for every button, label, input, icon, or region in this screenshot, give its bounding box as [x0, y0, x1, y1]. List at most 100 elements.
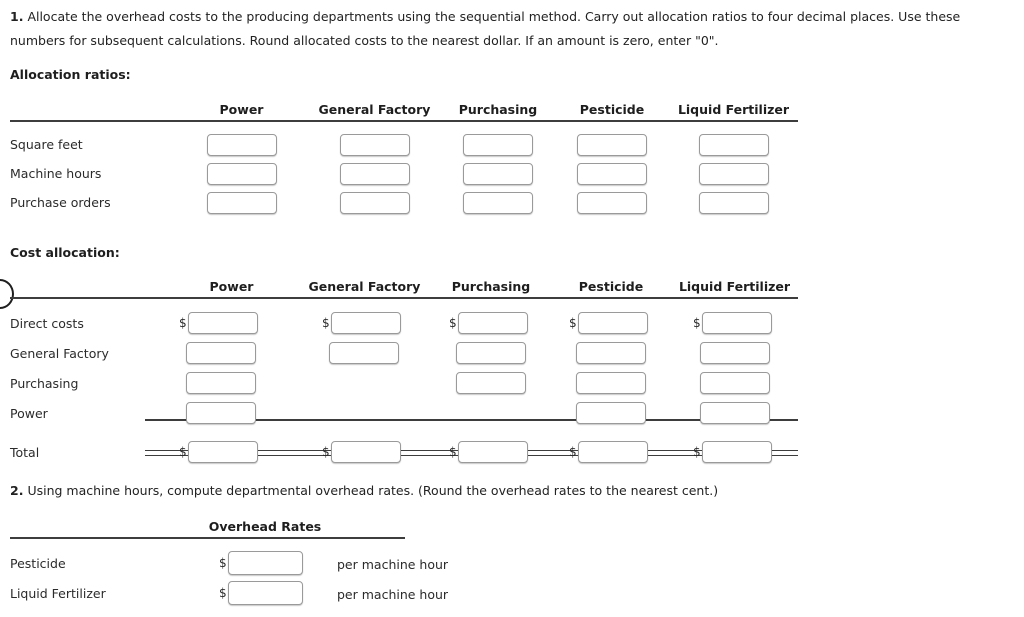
- cell-pesticide-rate: $: [205, 548, 325, 578]
- cell-square-feet-power: [175, 130, 308, 159]
- currency-symbol: $: [179, 445, 187, 459]
- cell-total-pesticide: $: [551, 437, 671, 467]
- cell-total-purchasing: $: [431, 437, 551, 467]
- input-direct-costs-purchasing[interactable]: [457, 312, 528, 334]
- cost-allocation-header-row: Power General Factory Purchasing Pestici…: [10, 273, 798, 299]
- input-total-purchasing[interactable]: [457, 441, 528, 463]
- cell-purchasing-purchasing: [431, 368, 551, 398]
- input-direct-costs-general-factory[interactable]: [330, 312, 401, 334]
- input-direct-costs-liquid-fertilizer[interactable]: [701, 312, 772, 334]
- overhead-rates-corner-cell: [10, 513, 205, 539]
- table-row: [10, 122, 798, 130]
- input-total-general-factory[interactable]: [330, 441, 401, 463]
- cost-allocation-corner-cell: [10, 273, 165, 299]
- column-header-overhead-rates: Overhead Rates: [208, 518, 322, 534]
- input-total-power[interactable]: [187, 441, 258, 463]
- cost-column-header-liquid-fertilizer: Liquid Fertilizer: [678, 278, 791, 294]
- input-square-feet-purchasing[interactable]: [463, 133, 533, 156]
- input-purchasing-power[interactable]: [186, 372, 256, 394]
- input-square-feet-pesticide[interactable]: [577, 133, 647, 156]
- cost-column-header-general-factory: General Factory: [308, 278, 421, 294]
- cell-purchase-orders-purchasing: [441, 188, 555, 217]
- cell-purchasing-liquid-fertilizer: [671, 368, 798, 398]
- table-row: Power: [10, 398, 798, 428]
- input-machine-hours-liquid-fertilizer[interactable]: [698, 162, 769, 185]
- input-general-factory-general-factory[interactable]: [329, 342, 399, 364]
- input-general-factory-liquid-fertilizer[interactable]: [700, 342, 770, 364]
- input-square-feet-liquid-fertilizer[interactable]: [698, 133, 769, 156]
- overhead-rates-header-rule: [10, 537, 405, 539]
- input-general-factory-power[interactable]: [186, 342, 256, 364]
- input-pesticide-overhead-rate[interactable]: [227, 551, 303, 575]
- input-purchasing-pesticide[interactable]: [576, 372, 646, 394]
- question-2-number: 2.: [10, 483, 24, 498]
- cell-purchasing-general-factory-empty: [298, 368, 431, 398]
- overhead-rates-table: Overhead Rates Pesticide $ per machine h…: [10, 513, 455, 608]
- input-power-pesticide[interactable]: [576, 402, 646, 424]
- input-purchase-orders-liquid-fertilizer[interactable]: [698, 191, 769, 214]
- currency-symbol: $: [322, 445, 330, 459]
- allocation-ratios-header-rule: [10, 120, 798, 122]
- row-label-power: Power: [10, 405, 48, 421]
- cell-power-general-factory-empty: [298, 398, 431, 428]
- table-row: Square feet: [10, 130, 798, 159]
- input-purchase-orders-power[interactable]: [206, 191, 277, 214]
- currency-symbol: $: [569, 316, 577, 330]
- allocation-ratios-header-row: Power General Factory Purchasing Pestici…: [10, 96, 798, 122]
- input-machine-hours-general-factory[interactable]: [339, 162, 410, 185]
- table-row: Machine hours: [10, 159, 798, 188]
- input-machine-hours-pesticide[interactable]: [577, 162, 647, 185]
- cell-machine-hours-power: [175, 159, 308, 188]
- cell-purchase-orders-general-factory: [308, 188, 441, 217]
- currency-symbol: $: [693, 445, 701, 459]
- cell-purchase-orders-pesticide: [555, 188, 669, 217]
- input-general-factory-pesticide[interactable]: [576, 342, 646, 364]
- input-machine-hours-purchasing[interactable]: [463, 162, 533, 185]
- input-purchase-orders-purchasing[interactable]: [463, 191, 533, 214]
- question-1-text: 1. Allocate the overhead costs to the pr…: [10, 5, 1000, 53]
- currency-symbol: $: [179, 316, 187, 330]
- input-purchase-orders-general-factory[interactable]: [339, 191, 410, 214]
- table-row: Pesticide $ per machine hour: [10, 548, 455, 578]
- input-purchasing-liquid-fertilizer[interactable]: [700, 372, 770, 394]
- row-label-direct-costs: Direct costs: [10, 315, 84, 331]
- cell-general-factory-pesticide: [551, 338, 671, 368]
- unit-label-pesticide: per machine hour: [337, 556, 449, 572]
- table-row: [10, 539, 455, 548]
- input-power-power[interactable]: [186, 402, 256, 424]
- cell-direct-costs-power: $: [165, 308, 298, 338]
- currency-symbol: $: [219, 556, 227, 570]
- table-row: Purchase orders: [10, 188, 798, 217]
- cell-direct-costs-liquid-fertilizer: $: [671, 308, 798, 338]
- input-direct-costs-power[interactable]: [187, 312, 258, 334]
- allocation-ratios-corner-cell: [10, 96, 175, 122]
- input-square-feet-power[interactable]: [206, 133, 277, 156]
- cost-allocation-table: Power General Factory Purchasing Pestici…: [10, 273, 798, 467]
- cell-machine-hours-pesticide: [555, 159, 669, 188]
- input-power-liquid-fertilizer[interactable]: [700, 402, 770, 424]
- input-total-pesticide[interactable]: [577, 441, 648, 463]
- cell-direct-costs-general-factory: $: [298, 308, 431, 338]
- cost-allocation-total-top-rule: [145, 419, 798, 421]
- input-machine-hours-power[interactable]: [206, 162, 277, 185]
- allocation-ratios-heading: Allocation ratios:: [10, 67, 131, 82]
- input-purchase-orders-pesticide[interactable]: [577, 191, 647, 214]
- input-liquid-fertilizer-overhead-rate[interactable]: [227, 581, 303, 605]
- row-label-total: Total: [10, 444, 40, 460]
- overhead-rates-unit-col-spacer: [325, 513, 455, 539]
- input-total-liquid-fertilizer[interactable]: [701, 441, 772, 463]
- row-label-machine-hours: Machine hours: [10, 166, 102, 181]
- cell-purchase-orders-power: [175, 188, 308, 217]
- table-row: Liquid Fertilizer $ per machine hour: [10, 578, 455, 608]
- input-general-factory-purchasing[interactable]: [456, 342, 526, 364]
- input-square-feet-general-factory[interactable]: [339, 133, 410, 156]
- cell-total-general-factory: $: [298, 437, 431, 467]
- row-label-general-factory: General Factory: [10, 345, 109, 361]
- unit-label-liquid-fertilizer: per machine hour: [337, 586, 449, 602]
- column-header-general-factory: General Factory: [318, 101, 431, 117]
- cell-machine-hours-purchasing: [441, 159, 555, 188]
- input-purchasing-purchasing[interactable]: [456, 372, 526, 394]
- column-header-pesticide: Pesticide: [579, 101, 645, 117]
- cell-power-pesticide: [551, 398, 671, 428]
- input-direct-costs-pesticide[interactable]: [577, 312, 648, 334]
